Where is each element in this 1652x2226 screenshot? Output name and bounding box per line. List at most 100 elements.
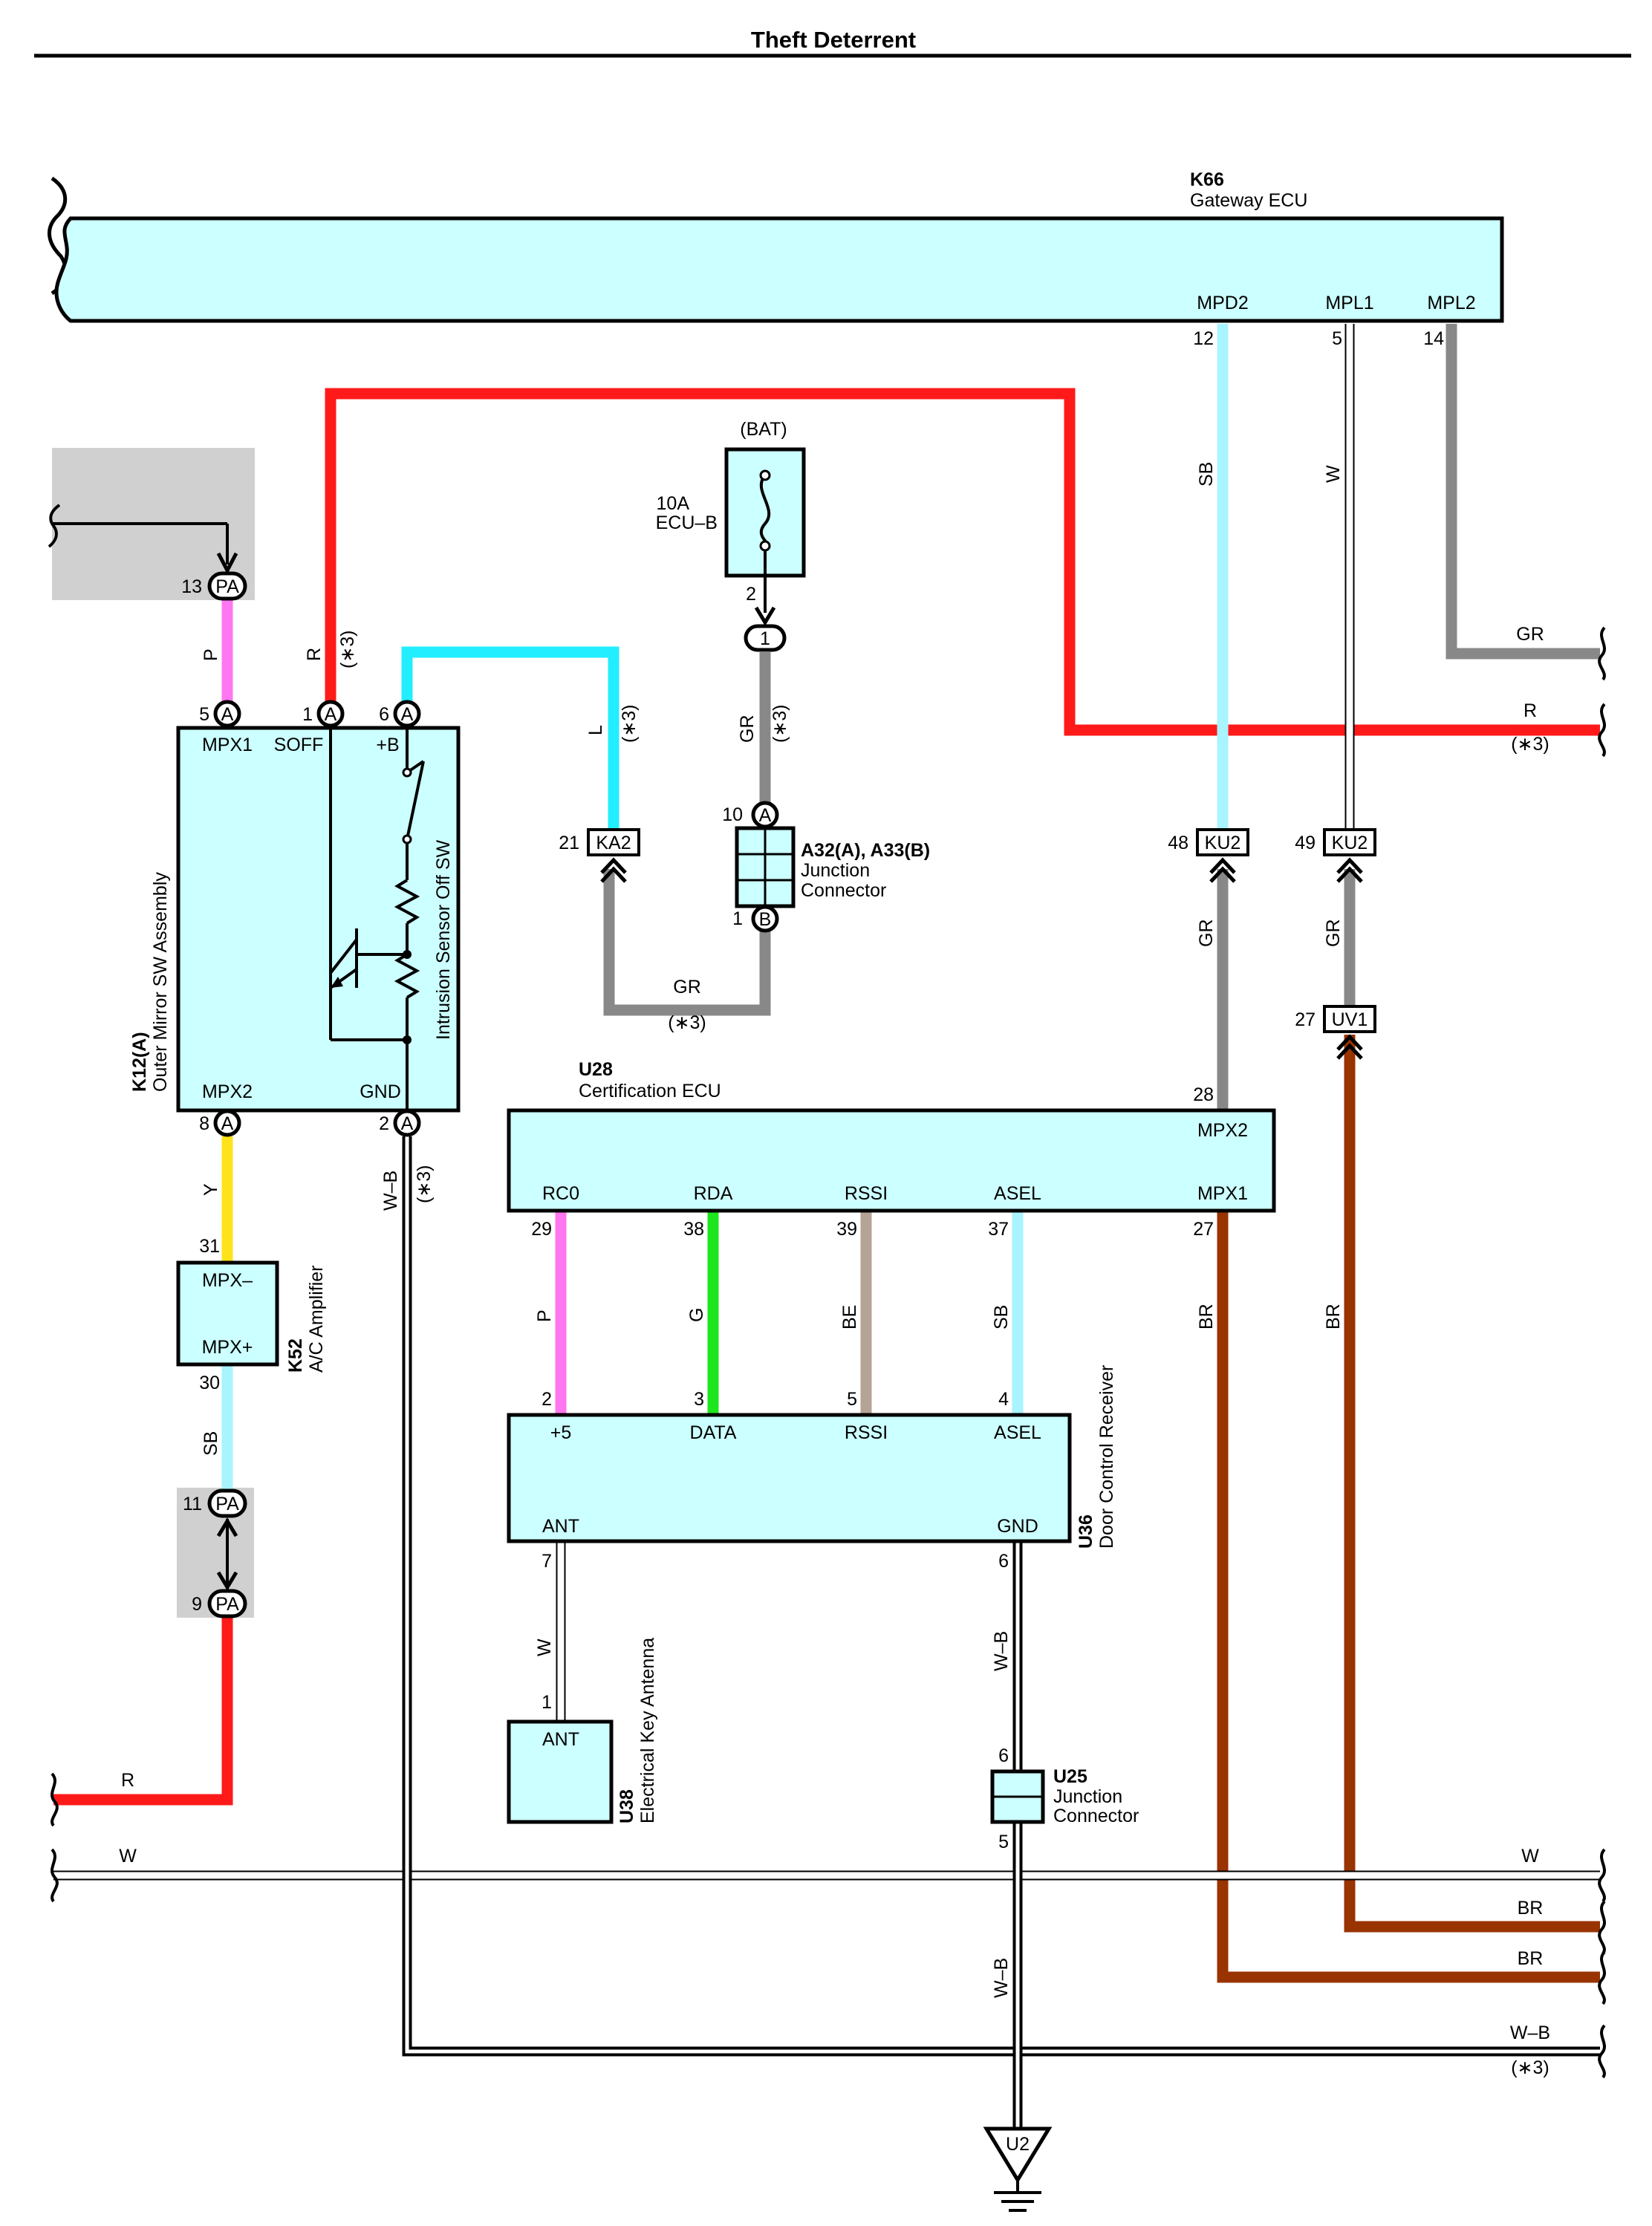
- label-p-top: P: [201, 648, 221, 661]
- k12-pin-gnd: GND: [360, 1081, 401, 1102]
- label-wb-u36: W–B: [991, 1631, 1012, 1671]
- u36-pin-5v: +5: [550, 1422, 572, 1443]
- wire-wb-gnd-border: [402, 1136, 1600, 2057]
- u36-pin-asel: ASEL: [994, 1422, 1041, 1443]
- wire-r-soff: [325, 388, 1600, 736]
- label-w-left: W: [119, 1846, 137, 1867]
- u36-pin-num-3: 3: [694, 1389, 704, 1410]
- u28-pin-rc0: RC0: [542, 1183, 579, 1204]
- label-r-right: R: [1523, 700, 1537, 721]
- label-wb-gnd-note: (∗3): [414, 1165, 435, 1203]
- fuse-name: ECU–B: [656, 512, 718, 533]
- connector-ku2-48-num: 48: [1168, 833, 1188, 853]
- connector-ka2-num: 21: [559, 833, 579, 853]
- connector-ku2-49-num: 49: [1295, 833, 1316, 853]
- k66-pin-num-14: 14: [1423, 328, 1444, 349]
- u28-pin-num-38: 38: [683, 1219, 704, 1240]
- wire-br-uv1: [1344, 1035, 1600, 1933]
- u28-pin-rda: RDA: [694, 1183, 733, 1204]
- k66-pin-mpl2: MPL2: [1427, 293, 1475, 313]
- fuse-rating: 10A: [657, 493, 690, 514]
- u28-pin-num-27: 27: [1193, 1219, 1214, 1240]
- connector-pa9-num: 9: [192, 1594, 202, 1615]
- break-splice: [48, 504, 61, 548]
- ground-icon: [983, 2126, 1053, 2184]
- jc-a32-line1: Junction: [801, 860, 870, 881]
- u38-pin-num-1: 1: [542, 1692, 552, 1713]
- k12-id: K12(A): [129, 1032, 150, 1092]
- connector-jcb-label: B: [759, 909, 772, 930]
- label-w-right: W: [1521, 1846, 1539, 1867]
- label-gr-ku2-49: GR: [1323, 920, 1344, 948]
- u36-pin-num-7: 7: [542, 1551, 552, 1572]
- k66-pin-mpd2: MPD2: [1197, 293, 1248, 313]
- connector-a5-num: 5: [199, 704, 209, 725]
- connector-uv1-num: 27: [1295, 1009, 1316, 1030]
- break-symbols-left: [51, 1772, 59, 1903]
- connector-jca: [751, 801, 779, 829]
- connector-ku2-49-arrow: [1336, 857, 1363, 883]
- connector-ku2-48-label: KU2: [1205, 833, 1241, 853]
- label-br-mpx1: BR: [1196, 1304, 1217, 1330]
- label-br-right-1: BR: [1518, 1898, 1544, 1919]
- u25-line1: Junction: [1053, 1786, 1122, 1807]
- connector-a5-label: A: [221, 704, 234, 725]
- connector-pa13-num: 13: [181, 576, 202, 597]
- connector-a8-label: A: [221, 1113, 234, 1134]
- u28-pin-num-39: 39: [836, 1219, 857, 1240]
- label-sb-k52: SB: [201, 1431, 221, 1456]
- label-gr-ka2: GR: [673, 977, 701, 998]
- u28-pin-mpx1: MPX1: [1197, 1183, 1248, 1204]
- connector-a8: [213, 1109, 241, 1137]
- k52-id: K52: [285, 1338, 306, 1373]
- label-gr-fuse-note: (∗3): [770, 704, 790, 743]
- connector-ku2-49: [1323, 828, 1376, 856]
- u36-pin-ant: ANT: [542, 1516, 579, 1537]
- k12-pin-mpx2: MPX2: [202, 1081, 253, 1102]
- k52-name: A/C Amplifier: [306, 1266, 327, 1373]
- switch-node: [403, 950, 412, 959]
- connector-pa13-arrow: [216, 552, 238, 575]
- fuse-source: (BAT): [740, 419, 787, 440]
- label-be-rssi: BE: [839, 1305, 860, 1330]
- u28-pin-num-37: 37: [988, 1219, 1009, 1240]
- u36-pin-num-4: 4: [998, 1389, 1009, 1410]
- u28-pin-num-28: 28: [1193, 1084, 1214, 1105]
- connector-a8-num: 8: [199, 1113, 209, 1134]
- jc-a32-pin-top: 10: [722, 804, 743, 825]
- k66-name: Gateway ECU: [1190, 190, 1307, 211]
- connector-ku2-48: [1196, 828, 1249, 856]
- u36-id: U36: [1076, 1514, 1096, 1549]
- connector-pa11-arrow: [216, 1517, 238, 1537]
- u25-line2: Connector: [1053, 1806, 1139, 1826]
- wire-gr-ka2: [603, 869, 771, 1016]
- label-w-mpl1: W: [1323, 465, 1344, 483]
- connector-pa11: [207, 1488, 247, 1518]
- u28-name: Certification ECU: [579, 1081, 721, 1101]
- u25-id: U25: [1053, 1766, 1087, 1787]
- k12-pin-b: +B: [376, 735, 399, 755]
- certification-ecu-box: [507, 1108, 1276, 1213]
- k66-id: K66: [1190, 169, 1224, 190]
- u36-pin-data: DATA: [690, 1422, 737, 1443]
- transistor-emitter-arrow: [331, 977, 343, 988]
- wire-gr-mpl2: [1446, 324, 1600, 660]
- label-l: L: [585, 725, 606, 735]
- connector-a2-num: 2: [379, 1113, 389, 1134]
- connector-jc1: [744, 624, 787, 652]
- connector-a1-label: A: [325, 704, 337, 725]
- connector-pa11-label: PA: [215, 1494, 239, 1514]
- connector-ku2-48-arrow: [1209, 857, 1236, 883]
- u28-pin-asel: ASEL: [994, 1183, 1041, 1204]
- u38-name: Electrical Key Antenna: [637, 1638, 658, 1823]
- connector-jca-label: A: [759, 805, 772, 826]
- label-g-rda: G: [686, 1308, 707, 1322]
- u36-pin-num-5: 5: [847, 1389, 857, 1410]
- wire-br-mpx1: [1217, 1211, 1600, 1983]
- gateway-ecu-box: [54, 216, 1504, 323]
- switch-gnd-node: [403, 1035, 412, 1044]
- k52-pin-num-31: 31: [199, 1236, 220, 1257]
- connector-ku2-49-label: KU2: [1332, 833, 1368, 853]
- connector-a6-label: A: [401, 704, 414, 725]
- u25-pin-bottom: 5: [998, 1832, 1009, 1852]
